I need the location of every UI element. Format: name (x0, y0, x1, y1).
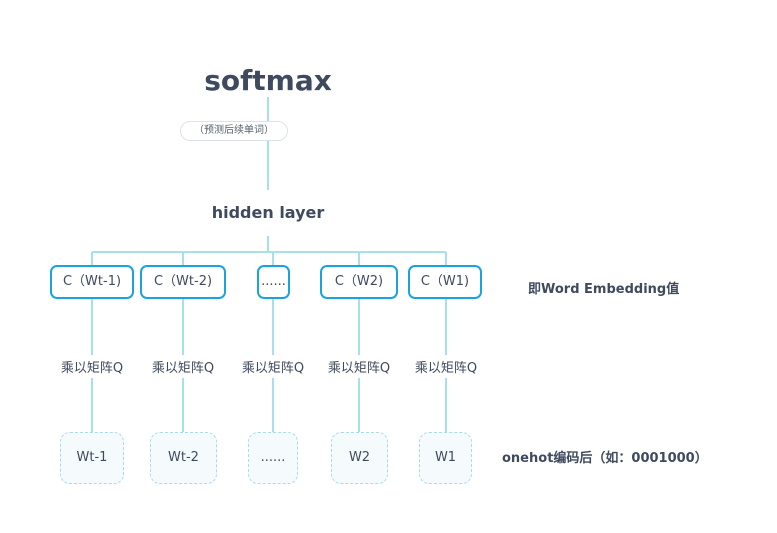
softmax-title: softmax (200, 64, 336, 97)
multiply-q-label: 乘以矩阵Q (239, 355, 307, 378)
multiply-q-label: 乘以矩阵Q (412, 355, 480, 378)
w-node-ellipsis: ...... (248, 432, 298, 484)
w-node-w1: W1 (419, 432, 472, 484)
w-node-wt-1: Wt-1 (60, 432, 124, 484)
multiply-q-label: 乘以矩阵Q (149, 355, 217, 378)
hidden-layer-label: hidden layer (207, 203, 329, 222)
embedding-note: 即Word Embedding值 (528, 282, 680, 297)
w-node-wt-2: Wt-2 (150, 432, 217, 484)
c-node-w2: C（W2) (320, 265, 398, 299)
c-node-ellipsis: ...... (257, 265, 290, 299)
onehot-note: onehot编码后（如：0001000） (502, 451, 708, 466)
c-node-wt-1: C（Wt-1) (50, 265, 134, 299)
softmax-subtitle: （预测后续单词） (180, 121, 288, 141)
multiply-q-label: 乘以矩阵Q (58, 355, 126, 378)
multiply-q-label: 乘以矩阵Q (325, 355, 393, 378)
w-node-w2: W2 (331, 432, 388, 484)
c-node-wt-2: C（Wt-2) (140, 265, 226, 299)
c-node-w1: C（W1) (408, 265, 482, 299)
